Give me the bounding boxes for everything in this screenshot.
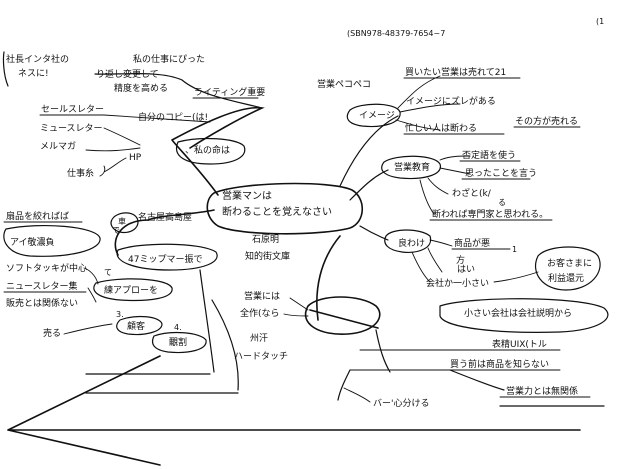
label-say-thought: 思ったことを言う bbox=[465, 167, 537, 179]
label-busy-refuse: 忙しい人は断わる bbox=[405, 122, 477, 134]
connector-sales-ha bbox=[283, 297, 309, 317]
label-hp: HP bbox=[129, 153, 142, 163]
label-sales-letter: セールスレター bbox=[41, 104, 104, 115]
node-car bbox=[110, 212, 139, 234]
label-customer-profit-2: 利益還元 bbox=[548, 272, 584, 284]
label-company-nagoya: 名古屋高島屋 bbox=[138, 211, 192, 223]
label-sales-education: 営業教育 bbox=[394, 161, 430, 173]
connector-good-reason bbox=[411, 239, 453, 283]
label-writing-important: ライティング重要 bbox=[194, 86, 265, 98]
label-unrelated-sales: 販売とは関係ない bbox=[6, 297, 78, 309]
label-te: て bbox=[104, 268, 112, 277]
node-oval-circle bbox=[304, 296, 381, 335]
label-wazato: わざと(k/ bbox=[452, 187, 492, 199]
branch-image bbox=[339, 115, 399, 187]
label-sales-unrelated: 営業力とは無関係 bbox=[506, 385, 578, 397]
branch-writing bbox=[94, 73, 263, 109]
center-title-line1: 営業マンは bbox=[222, 189, 272, 202]
label-selling: 売る bbox=[43, 327, 61, 339]
label-shameful: 営業ペコペコ bbox=[317, 78, 371, 90]
label-kanda: 全作(なら bbox=[240, 307, 280, 319]
node-dispatch bbox=[116, 315, 163, 336]
label-products-bad: 商品が悪 bbox=[454, 237, 490, 249]
node-explain-company bbox=[439, 298, 609, 333]
stem-left bbox=[199, 269, 239, 391]
label-better-sell: その方が売れる bbox=[515, 115, 578, 127]
label-sales-ha: 営業には bbox=[244, 290, 280, 302]
label-idol-band: アイ敬濃負 bbox=[10, 236, 55, 248]
label-approach: 練アプローを bbox=[104, 284, 158, 296]
label-own-copy: 自分のコピー(は! bbox=[138, 111, 208, 123]
branch-sales-education bbox=[349, 169, 389, 201]
label-n4: 4. bbox=[174, 323, 182, 332]
label-bar-separate: バー'心分ける bbox=[373, 398, 429, 409]
page-number: (1 bbox=[596, 17, 604, 26]
label-president-2: ネスに! bbox=[18, 68, 49, 79]
connector-small-company bbox=[493, 271, 539, 283]
label-sweat: 州汗 bbox=[250, 332, 268, 344]
center-title-line2: 断わることを覚えなさい bbox=[222, 205, 332, 218]
node-my-life bbox=[176, 137, 246, 165]
label-newsletter-collection: ニュースレター集 bbox=[6, 280, 78, 292]
node-mima bbox=[116, 243, 218, 271]
label-mismatch: イメージにズレがある bbox=[406, 95, 496, 107]
connector-bar-separate bbox=[343, 387, 371, 403]
label-explain-company: 小さい会社は会社説明から bbox=[464, 307, 572, 319]
label-software: ソフトタッキが中心 bbox=[6, 262, 87, 274]
book-publisher: 知的街文庫 bbox=[245, 250, 290, 262]
node-sales-education bbox=[381, 155, 441, 180]
label-de: で bbox=[112, 226, 120, 235]
label-ide: 1 bbox=[512, 245, 517, 254]
label-rules: 覼割 bbox=[169, 336, 187, 348]
label-narrow-products: 扇品を絞ればば bbox=[6, 210, 69, 222]
node-idol-band bbox=[3, 224, 101, 257]
node-good-reason bbox=[384, 229, 432, 253]
bracket-top-left bbox=[2, 51, 9, 87]
label-good-reason: 良わけ bbox=[398, 237, 425, 249]
branch-good-reason bbox=[359, 225, 389, 241]
connector-selling bbox=[63, 323, 113, 335]
label-fits-job: 私の仕事にぴった bbox=[133, 53, 205, 65]
label-dont-know-product: 買う前は商品を知らない bbox=[450, 358, 549, 370]
label-customer-profit-1: お客さまに bbox=[547, 257, 592, 269]
label-my-life: 、私の命は bbox=[185, 144, 230, 156]
label-small-company: 会社か一小さい bbox=[426, 277, 489, 289]
label-president-1: 社長インタ社の bbox=[6, 53, 69, 65]
connector-right-lower bbox=[337, 329, 505, 401]
book-author: 石原明 bbox=[252, 234, 279, 245]
node-approach bbox=[93, 278, 173, 302]
big-arrow bbox=[7, 355, 581, 466]
label-mima: 47ミップマー振で bbox=[128, 253, 202, 265]
label-car: 車 bbox=[118, 216, 126, 226]
label-mailmag: メルマガ bbox=[40, 141, 76, 152]
node-customer-profit bbox=[535, 246, 601, 291]
label-ru: る bbox=[498, 198, 506, 207]
label-work: 仕事糸 bbox=[67, 167, 94, 179]
node-rules bbox=[151, 331, 207, 354]
isbn-label: (SBN978-48379-7654~7 bbox=[347, 29, 445, 38]
connector-newsletter bbox=[85, 127, 141, 152]
label-expert-refusal: 断われば専門家と思われる。 bbox=[432, 208, 548, 220]
label-n3: 3. bbox=[116, 310, 124, 319]
label-kata: 方 bbox=[456, 254, 465, 266]
label-use-negation: 否定語を使う bbox=[462, 149, 516, 161]
branch-right-main bbox=[316, 235, 341, 321]
label-hai: はい bbox=[457, 264, 475, 275]
label-repeat-change: り返し変更して bbox=[96, 68, 159, 80]
label-want-to-buy: 買いたい営業は売れて21 bbox=[405, 66, 506, 78]
center-node-outline bbox=[206, 182, 364, 235]
connector-work bbox=[99, 157, 127, 177]
label-ten-uix: 表精UIX(トル bbox=[492, 338, 547, 350]
node-image bbox=[346, 103, 401, 128]
label-newsletter: ミュースレター bbox=[40, 123, 103, 134]
label-image: イメージ bbox=[359, 111, 395, 121]
underline-own-copy bbox=[103, 114, 211, 123]
connector-education bbox=[419, 155, 471, 215]
label-dispatch: 顧客 bbox=[127, 320, 145, 332]
label-hard-touch: ハードタッチ bbox=[234, 351, 288, 362]
label-improve-accuracy: 精度を高める bbox=[114, 82, 168, 94]
